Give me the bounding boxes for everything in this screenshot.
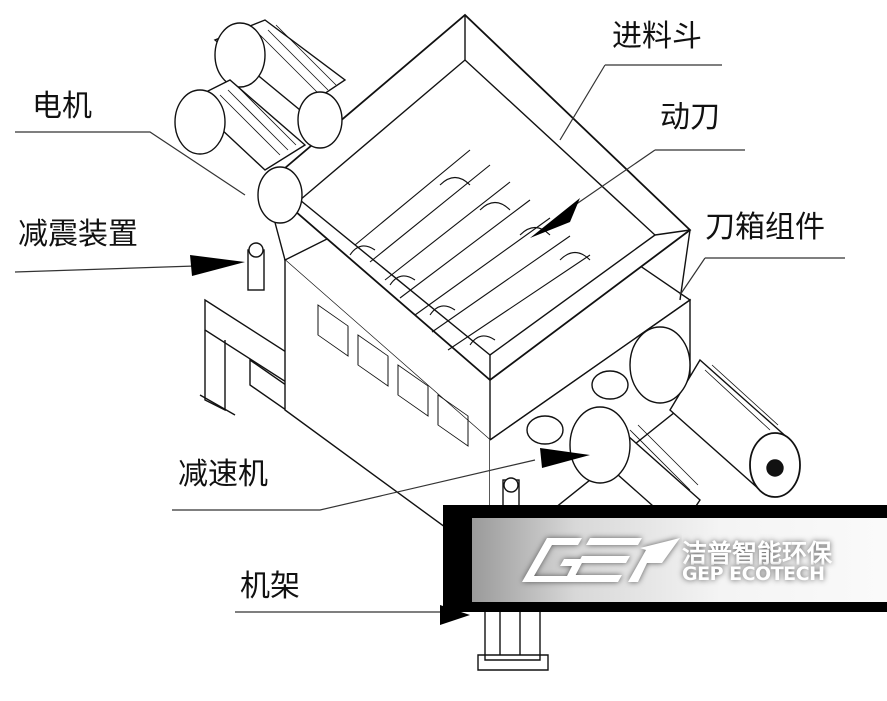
logo-panel: 洁普智能环保 GEP ECOTECH bbox=[472, 518, 887, 602]
arrow-blade bbox=[530, 198, 580, 238]
label-hopper: 进料斗 bbox=[612, 19, 702, 54]
gep-logo-mark bbox=[522, 538, 680, 582]
label-blade-box: 刀箱组件 bbox=[705, 210, 825, 245]
label-damper: 减震装置 bbox=[18, 217, 138, 252]
leader-hopper bbox=[559, 64, 722, 141]
motor-drawing bbox=[174, 19, 347, 224]
leader-blade bbox=[574, 149, 745, 206]
arrow-damper bbox=[190, 255, 245, 276]
leader-blade-box bbox=[679, 257, 845, 296]
leader-motor bbox=[15, 131, 246, 196]
logo-name-en: GEP ECOTECH bbox=[682, 563, 825, 585]
arrows bbox=[190, 198, 590, 625]
leader-reducer bbox=[172, 459, 536, 511]
leader-lines bbox=[14, 64, 845, 613]
damper-drawing bbox=[247, 242, 520, 511]
reducer-drawing bbox=[526, 326, 801, 532]
arrow-reducer bbox=[540, 448, 590, 468]
label-reducer: 减速机 bbox=[178, 457, 268, 492]
label-frame: 机架 bbox=[240, 569, 300, 604]
label-motor: 电机 bbox=[32, 89, 92, 124]
logo-name-cn: 洁普智能环保 bbox=[682, 539, 833, 568]
label-moving-blade: 动刀 bbox=[660, 100, 720, 135]
leader-damper bbox=[14, 265, 196, 273]
